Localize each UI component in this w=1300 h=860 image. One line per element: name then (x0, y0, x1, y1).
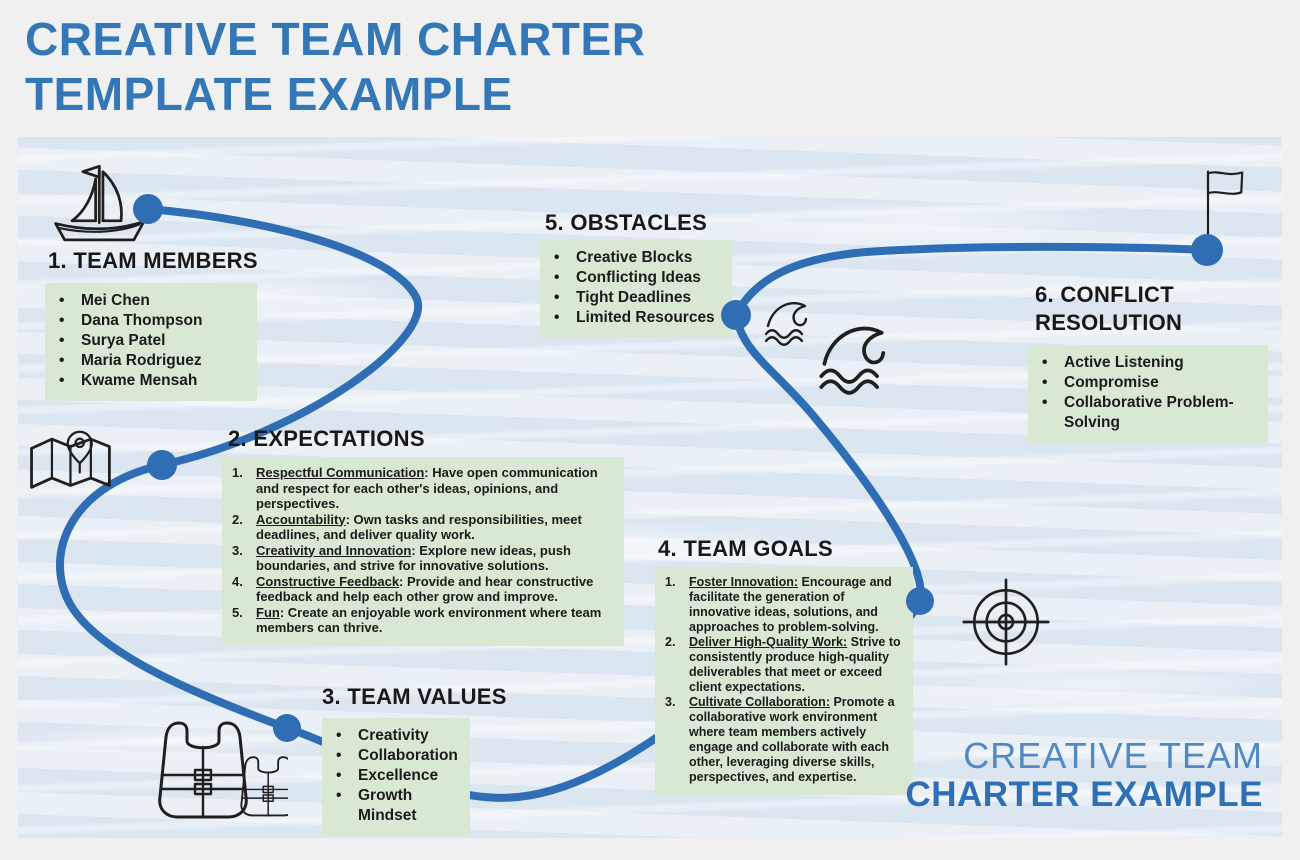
item-number: 4. (232, 573, 243, 589)
list-item: 1.Foster Innovation: Encourage and facil… (661, 575, 905, 635)
brand-watermark: CREATIVE TEAM CHARTER EXAMPLE (905, 737, 1263, 815)
item-lead: Fun (256, 604, 280, 620)
obstacles-box: Creative Blocks Conflicting Ideas Tight … (540, 240, 732, 338)
item-lead: Accountability (256, 511, 346, 527)
life-vest-icon (143, 713, 288, 837)
list-item: Excellence (328, 766, 462, 786)
team-member: Maria Rodriguez (81, 352, 202, 369)
obstacle: Limited Resources (576, 309, 715, 326)
list-item: 2.Deliver High-Quality Work: Strive to c… (661, 635, 905, 695)
list-item: 4.Constructive Feedback: Provide and hea… (228, 574, 616, 605)
charter-map-canvas: 1. TEAM MEMBERS Mei Chen Dana Thompson S… (18, 137, 1282, 838)
item-lead: Deliver High-Quality Work: (689, 635, 848, 649)
item-number: 1. (232, 465, 243, 480)
team-values-box: Creativity Collaboration Excellence Grow… (322, 718, 470, 836)
sailboat-icon (52, 160, 152, 248)
list-item: 2.Accountability: Own tasks and responsi… (228, 512, 616, 543)
item-number: 2. (665, 635, 676, 649)
item-lead: Creativity and Innovation (256, 542, 412, 558)
list-item: Creative Blocks (546, 248, 724, 268)
obstacle: Tight Deadlines (576, 289, 692, 306)
item-number: 3. (665, 695, 676, 709)
expectations-box: 1.Respectful Communication: Have open co… (222, 457, 624, 646)
list-item: Collaboration (328, 746, 462, 766)
list-item: 5. Fun: Create an enjoyable work environm… (228, 605, 616, 636)
milestone-dot-expectations (147, 450, 177, 480)
flag-icon (1198, 168, 1254, 240)
conflict-title-line-1: 6. CONFLICT (1035, 282, 1174, 307)
list-item: Kwame Mensah (51, 371, 249, 391)
section-title-team-members: 1. TEAM MEMBERS (48, 248, 258, 273)
item-lead: Respectful Communication (256, 465, 425, 480)
team-members-list: Mei Chen Dana Thompson Surya Patel Maria… (51, 291, 249, 391)
section-title-conflict-resolution: 6. CONFLICT RESOLUTION (1035, 281, 1182, 337)
map-icon (25, 428, 115, 504)
team-values-list: Creativity Collaboration Excellence Grow… (328, 726, 462, 826)
section-title-expectations: 2. EXPECTATIONS (228, 426, 425, 451)
obstacle: Creative Blocks (576, 249, 693, 266)
item-lead: Constructive Feedback (256, 573, 400, 589)
list-item: Conflicting Ideas (546, 268, 724, 288)
page-title: CREATIVE TEAM CHARTER TEMPLATE EXAMPLE (25, 12, 645, 122)
item-text: : Create an enjoyable work environment w… (256, 604, 602, 636)
conflict-resolution-list: Active Listening Compromise Collaborativ… (1034, 353, 1260, 433)
item-number: 3. (232, 542, 243, 558)
list-item: 3.Cultivate Collaboration: Promote a col… (661, 695, 905, 785)
obstacles-list: Creative Blocks Conflicting Ideas Tight … (546, 248, 724, 328)
team-member: Kwame Mensah (81, 372, 198, 389)
team-member: Dana Thompson (81, 312, 203, 329)
list-item: Active Listening (1034, 353, 1260, 373)
obstacle: Conflicting Ideas (576, 269, 701, 286)
list-item: Limited Resources (546, 308, 724, 328)
item-lead: Foster Innovation: (689, 575, 799, 589)
brand-line-1: CREATIVE TEAM (963, 735, 1263, 776)
team-goals-list: 1.Foster Innovation: Encourage and facil… (661, 575, 905, 785)
item-number: 5. (232, 604, 243, 620)
resolution-method: Compromise (1064, 374, 1159, 391)
conflict-title-line-2: RESOLUTION (1035, 310, 1183, 335)
list-item: Compromise (1034, 373, 1260, 393)
item-number: 1. (665, 575, 676, 589)
list-item: Collaborative Problem-Solving (1034, 393, 1260, 433)
list-item: Mei Chen (51, 291, 249, 311)
waves-icon (760, 290, 900, 400)
list-item: 1.Respectful Communication: Have open co… (228, 465, 616, 512)
list-item: Creativity (328, 726, 462, 746)
target-icon (962, 578, 1050, 666)
list-item: 3.Creativity and Innovation: Explore new… (228, 543, 616, 574)
brand-line-2: CHARTER EXAMPLE (905, 775, 1263, 814)
conflict-resolution-box: Active Listening Compromise Collaborativ… (1028, 345, 1268, 443)
list-item: Growth Mindset (328, 786, 462, 826)
team-goals-box: 1.Foster Innovation: Encourage and facil… (655, 567, 913, 795)
item-number: 2. (232, 511, 243, 527)
list-item: Dana Thompson (51, 311, 249, 331)
section-title-obstacles: 5. OBSTACLES (545, 210, 708, 235)
team-value: Excellence (358, 767, 439, 784)
team-member: Surya Patel (81, 332, 166, 349)
page-title-line-2: TEMPLATE EXAMPLE (25, 68, 513, 120)
team-member: Mei Chen (81, 292, 150, 309)
expectations-list: 1.Respectful Communication: Have open co… (228, 465, 616, 636)
list-item: Maria Rodriguez (51, 351, 249, 371)
resolution-method: Collaborative Problem-Solving (1064, 394, 1234, 431)
resolution-method: Active Listening (1064, 354, 1184, 371)
list-item: Tight Deadlines (546, 288, 724, 308)
team-value: Collaboration (358, 747, 458, 764)
page-title-line-1: CREATIVE TEAM CHARTER (25, 13, 646, 65)
team-value: Creativity (358, 727, 429, 744)
section-title-team-goals: 4. TEAM GOALS (658, 536, 834, 561)
team-members-box: Mei Chen Dana Thompson Surya Patel Maria… (45, 283, 257, 401)
list-item: Surya Patel (51, 331, 249, 351)
item-lead: Cultivate Collaboration: (689, 695, 830, 709)
section-title-team-values: 3. TEAM VALUES (322, 684, 507, 709)
team-value: Growth Mindset (358, 787, 417, 824)
